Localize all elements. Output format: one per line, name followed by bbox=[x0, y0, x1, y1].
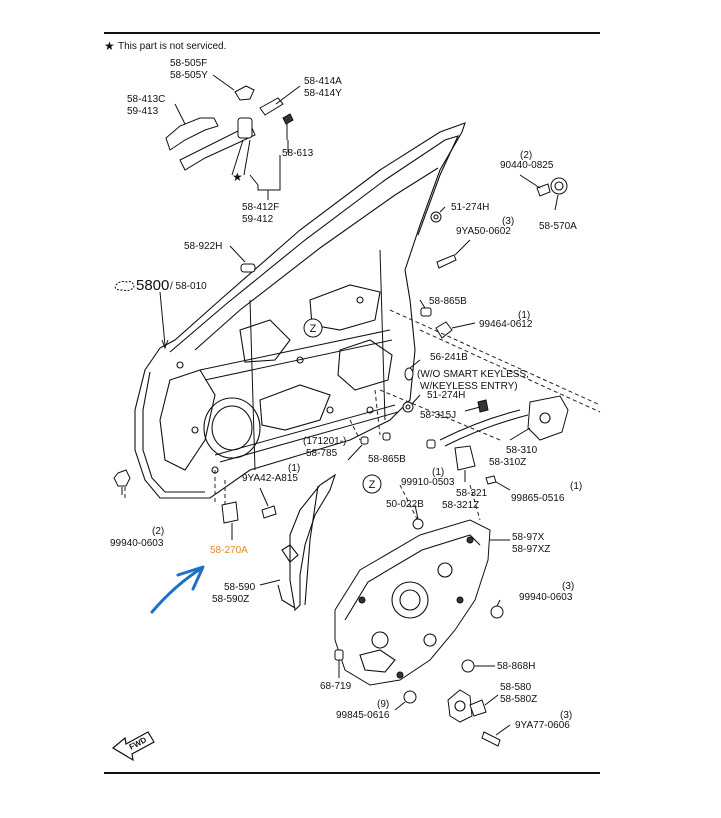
label-58-865b-top: 58-865B bbox=[429, 296, 467, 307]
label-58-413c: 58-413C bbox=[127, 94, 165, 105]
door-latch bbox=[360, 395, 569, 485]
label-58-580: 58-580 bbox=[500, 682, 532, 693]
label-58-590z: 58-590Z bbox=[212, 594, 249, 605]
z-marker-1-label: Z bbox=[310, 323, 317, 335]
label-58-505y: 58-505Y bbox=[170, 70, 208, 81]
label-68-719: 68-719 bbox=[320, 681, 352, 692]
label-58-270a-highlighted: 58-270A bbox=[210, 545, 248, 556]
label-58-868h: 58-868H bbox=[497, 661, 535, 672]
label-90440-0825: 90440-0825 bbox=[500, 160, 554, 171]
qty-99464: (1) bbox=[518, 310, 530, 321]
label-58-315j: 58-315J bbox=[420, 410, 456, 421]
label-58-310z: 58-310Z bbox=[489, 457, 526, 468]
label-58-412f: 58-412F bbox=[242, 202, 279, 213]
label-99865-0516: 99865-0516 bbox=[511, 493, 565, 504]
label-99940-0603-left: 99940-0603 bbox=[110, 538, 164, 549]
label-5800: 5800 bbox=[136, 277, 169, 294]
note-241b-line2: W/KEYLESS ENTRY) bbox=[420, 381, 518, 392]
label-58-97x: 58-97X bbox=[512, 532, 545, 543]
label-58-865b-bottom: 58-865B bbox=[368, 454, 406, 465]
label-99845-0616: 99845-0616 bbox=[336, 710, 390, 721]
label-58-785: 58-785 bbox=[306, 448, 338, 459]
label-58-310: 58-310 bbox=[506, 445, 538, 456]
qty-99940-left: (2) bbox=[152, 526, 164, 537]
label-58-321: 58-321 bbox=[456, 488, 488, 499]
regulator-motor bbox=[447, 689, 487, 723]
label-58-97xz: 58-97XZ bbox=[512, 544, 550, 555]
label-51-274h-mid: 51-274H bbox=[427, 390, 465, 401]
qty-9ya42: (1) bbox=[288, 463, 300, 474]
not-serviced-note: This part is not serviced. bbox=[118, 41, 226, 52]
label-9ya42-a815: 9YA42-A815 bbox=[242, 473, 298, 484]
label-59-413: 59-413 bbox=[127, 106, 159, 117]
label-58-580z: 58-580Z bbox=[500, 694, 537, 705]
assembly-symbol-icon bbox=[114, 280, 135, 292]
annotation-arrow bbox=[150, 565, 205, 614]
z-marker-2 bbox=[362, 474, 382, 494]
label-58-414y: 58-414Y bbox=[304, 88, 342, 99]
label-99464-0612: 99464-0612 bbox=[479, 319, 533, 330]
star-icon: ★ bbox=[104, 39, 115, 53]
label-9ya50-0602: 9YA50-0602 bbox=[456, 226, 511, 237]
label-58-570a: 58-570A bbox=[539, 221, 577, 232]
label-58-414a: 58-414A bbox=[304, 76, 342, 87]
label-99940-0603-right: 99940-0603 bbox=[519, 592, 573, 603]
door-module bbox=[334, 519, 491, 686]
label-9ya77-0606: 9YA77-0606 bbox=[515, 720, 570, 731]
label-58-010: / 58-010 bbox=[170, 281, 207, 292]
label-58-613: 58-613 bbox=[282, 148, 314, 159]
label-58-922h: 58-922H bbox=[184, 241, 222, 252]
forward-arrow-icon: FWD bbox=[111, 731, 155, 762]
qty-99865: (1) bbox=[570, 481, 582, 492]
qty-90440: (2) bbox=[520, 150, 532, 161]
label-59-412: 59-412 bbox=[242, 214, 274, 225]
label-58-505f: 58-505F bbox=[170, 58, 207, 69]
star-icon-2: ★ bbox=[232, 170, 243, 184]
outer-handle-group bbox=[165, 85, 294, 176]
qty-9ya77: (3) bbox=[560, 710, 572, 721]
part-labels: 58-505F 58-505Y 58-414A 58-414Y 58-413C … bbox=[110, 58, 582, 731]
qty-9ya50: (3) bbox=[502, 216, 514, 227]
door-shell bbox=[134, 122, 466, 499]
qty-99845: (9) bbox=[377, 699, 389, 710]
label-50-022b: 50-022B bbox=[386, 499, 424, 510]
right-top-parts bbox=[402, 177, 568, 413]
label-99910-0503: 99910-0503 bbox=[401, 477, 455, 488]
window-regulator bbox=[277, 473, 337, 612]
qty-99940-right: (3) bbox=[562, 581, 574, 592]
z-marker-1 bbox=[303, 318, 323, 338]
note-241b-line1: (W/O SMART KEYLESS, bbox=[417, 369, 529, 380]
z-marker-2-label: Z bbox=[369, 479, 376, 491]
label-58-321z: 58-321Z bbox=[442, 500, 479, 511]
qty-99910: (1) bbox=[432, 467, 444, 478]
label-51-274h-top: 51-274H bbox=[451, 202, 489, 213]
label-58-590: 58-590 bbox=[224, 582, 256, 593]
label-56-241b: 56-241B bbox=[430, 352, 468, 363]
label-171201: (171201-) bbox=[303, 436, 346, 447]
